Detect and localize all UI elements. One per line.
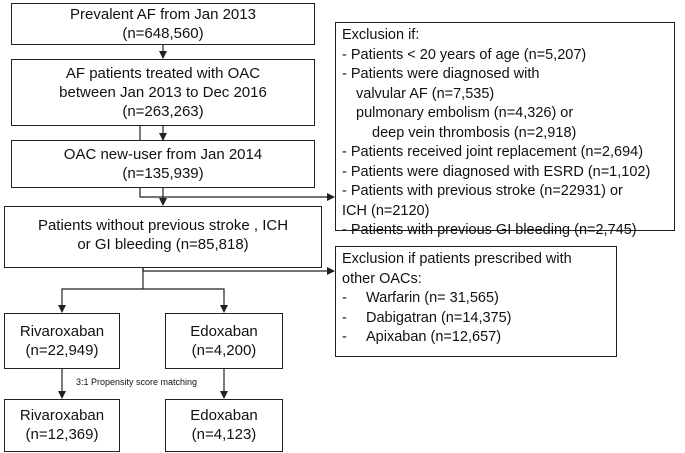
- exclusion2-item: - Warfarin (n= 31,565): [342, 289, 610, 309]
- noprev-line2: or GI bleeding (n=85,818): [77, 236, 249, 253]
- box-rivaroxaban-cohort: Rivaroxaban (n=22,949): [4, 313, 120, 369]
- exclusion2-bullet: -: [342, 329, 347, 345]
- newuser-count: (n=135,939): [122, 165, 204, 182]
- box-no-previous-events: Patients without previous stroke , ICH o…: [4, 206, 322, 268]
- arrow-to-exclusion2: [142, 267, 335, 275]
- box-edoxaban-matched: Edoxaban (n=4,123): [165, 399, 283, 452]
- exclusion1-line: - Patients received joint replacement (n…: [342, 144, 644, 160]
- box-exclusion-other-oacs: Exclusion if patients prescribed with ot…: [335, 246, 617, 357]
- riva2-name: Rivaroxaban: [19, 407, 105, 424]
- exclusion2-item-label: Dabigatran (n=14,375): [366, 309, 512, 326]
- edox2-name: Edoxaban: [190, 407, 258, 424]
- riva1-name: Rivaroxaban: [19, 323, 105, 340]
- exclusion2-title1: Exclusion if patients prescribed with: [342, 251, 572, 267]
- exclusion1-line: valvular AF (n=7,535): [356, 85, 495, 102]
- split-line-right: [143, 288, 228, 313]
- oac-line2: between Jan 2013 to Dec 2016: [59, 84, 267, 101]
- box-prevalent-af: Prevalent AF from Jan 2013 (n=648,560): [11, 3, 315, 45]
- exclusion1-line: - Patients were diagnosed with ESRD (n=1…: [342, 163, 651, 180]
- oac-line1: AF patients treated with OAC: [65, 65, 261, 82]
- exclusion2-item-label: Apixaban (n=12,657): [366, 329, 502, 345]
- oac-count: (n=263,263): [122, 103, 204, 120]
- newuser-line1: OAC new-user from Jan 2014: [63, 146, 263, 163]
- exclusion1-line: - Patients < 20 years of age (n=5,207): [342, 46, 587, 63]
- exclusion1-line: ICH (n=2120): [342, 202, 430, 219]
- exclusion2-item-label: Warfarin (n= 31,565): [366, 290, 499, 306]
- noprev-line1: Patients without previous stroke , ICH: [37, 217, 289, 234]
- exclusion1-line: - Patients were diagnosed with: [342, 66, 540, 82]
- prevalent-count: (n=648,560): [122, 25, 204, 42]
- exclusion2-item: - Apixaban (n=12,657): [342, 328, 610, 348]
- box-exclusion-criteria: Exclusion if: - Patients < 20 years of a…: [335, 22, 675, 238]
- exclusion2-bullet: -: [342, 290, 347, 306]
- exclusion2-bullet: -: [342, 309, 347, 326]
- exclusion2-item: - Dabigatran (n=14,375): [342, 309, 610, 329]
- matching-label: 3:1 Propensity score matching: [76, 377, 198, 387]
- edox2-count: (n=4,123): [191, 426, 257, 443]
- riva2-count: (n=12,369): [25, 426, 99, 443]
- box-edoxaban-cohort: Edoxaban (n=4,200): [165, 313, 283, 369]
- exclusion1-line: - Patients with previous GI bleeding (n=…: [342, 222, 637, 238]
- split-line: [58, 268, 144, 313]
- prevalent-line1: Prevalent AF from Jan 2013: [70, 6, 256, 23]
- riva1-count: (n=22,949): [25, 342, 99, 359]
- exclusion1-line: - Patients with previous stroke (n=22931…: [342, 183, 623, 199]
- box-oac-treated: AF patients treated with OAC between Jan…: [11, 59, 315, 126]
- exclusion1-title: Exclusion if:: [342, 27, 420, 43]
- exclusion1-line: pulmonary embolism (n=4,326) or: [356, 105, 574, 121]
- box-rivaroxaban-matched: Rivaroxaban (n=12,369): [4, 399, 120, 452]
- exclusion1-line: deep vein thrombosis (n=2,918): [372, 124, 577, 141]
- edox1-count: (n=4,200): [191, 342, 257, 359]
- exclusion2-title2: other OACs:: [342, 270, 422, 287]
- box-oac-new-user: OAC new-user from Jan 2014 (n=135,939): [11, 140, 315, 188]
- edox1-name: Edoxaban: [190, 323, 258, 340]
